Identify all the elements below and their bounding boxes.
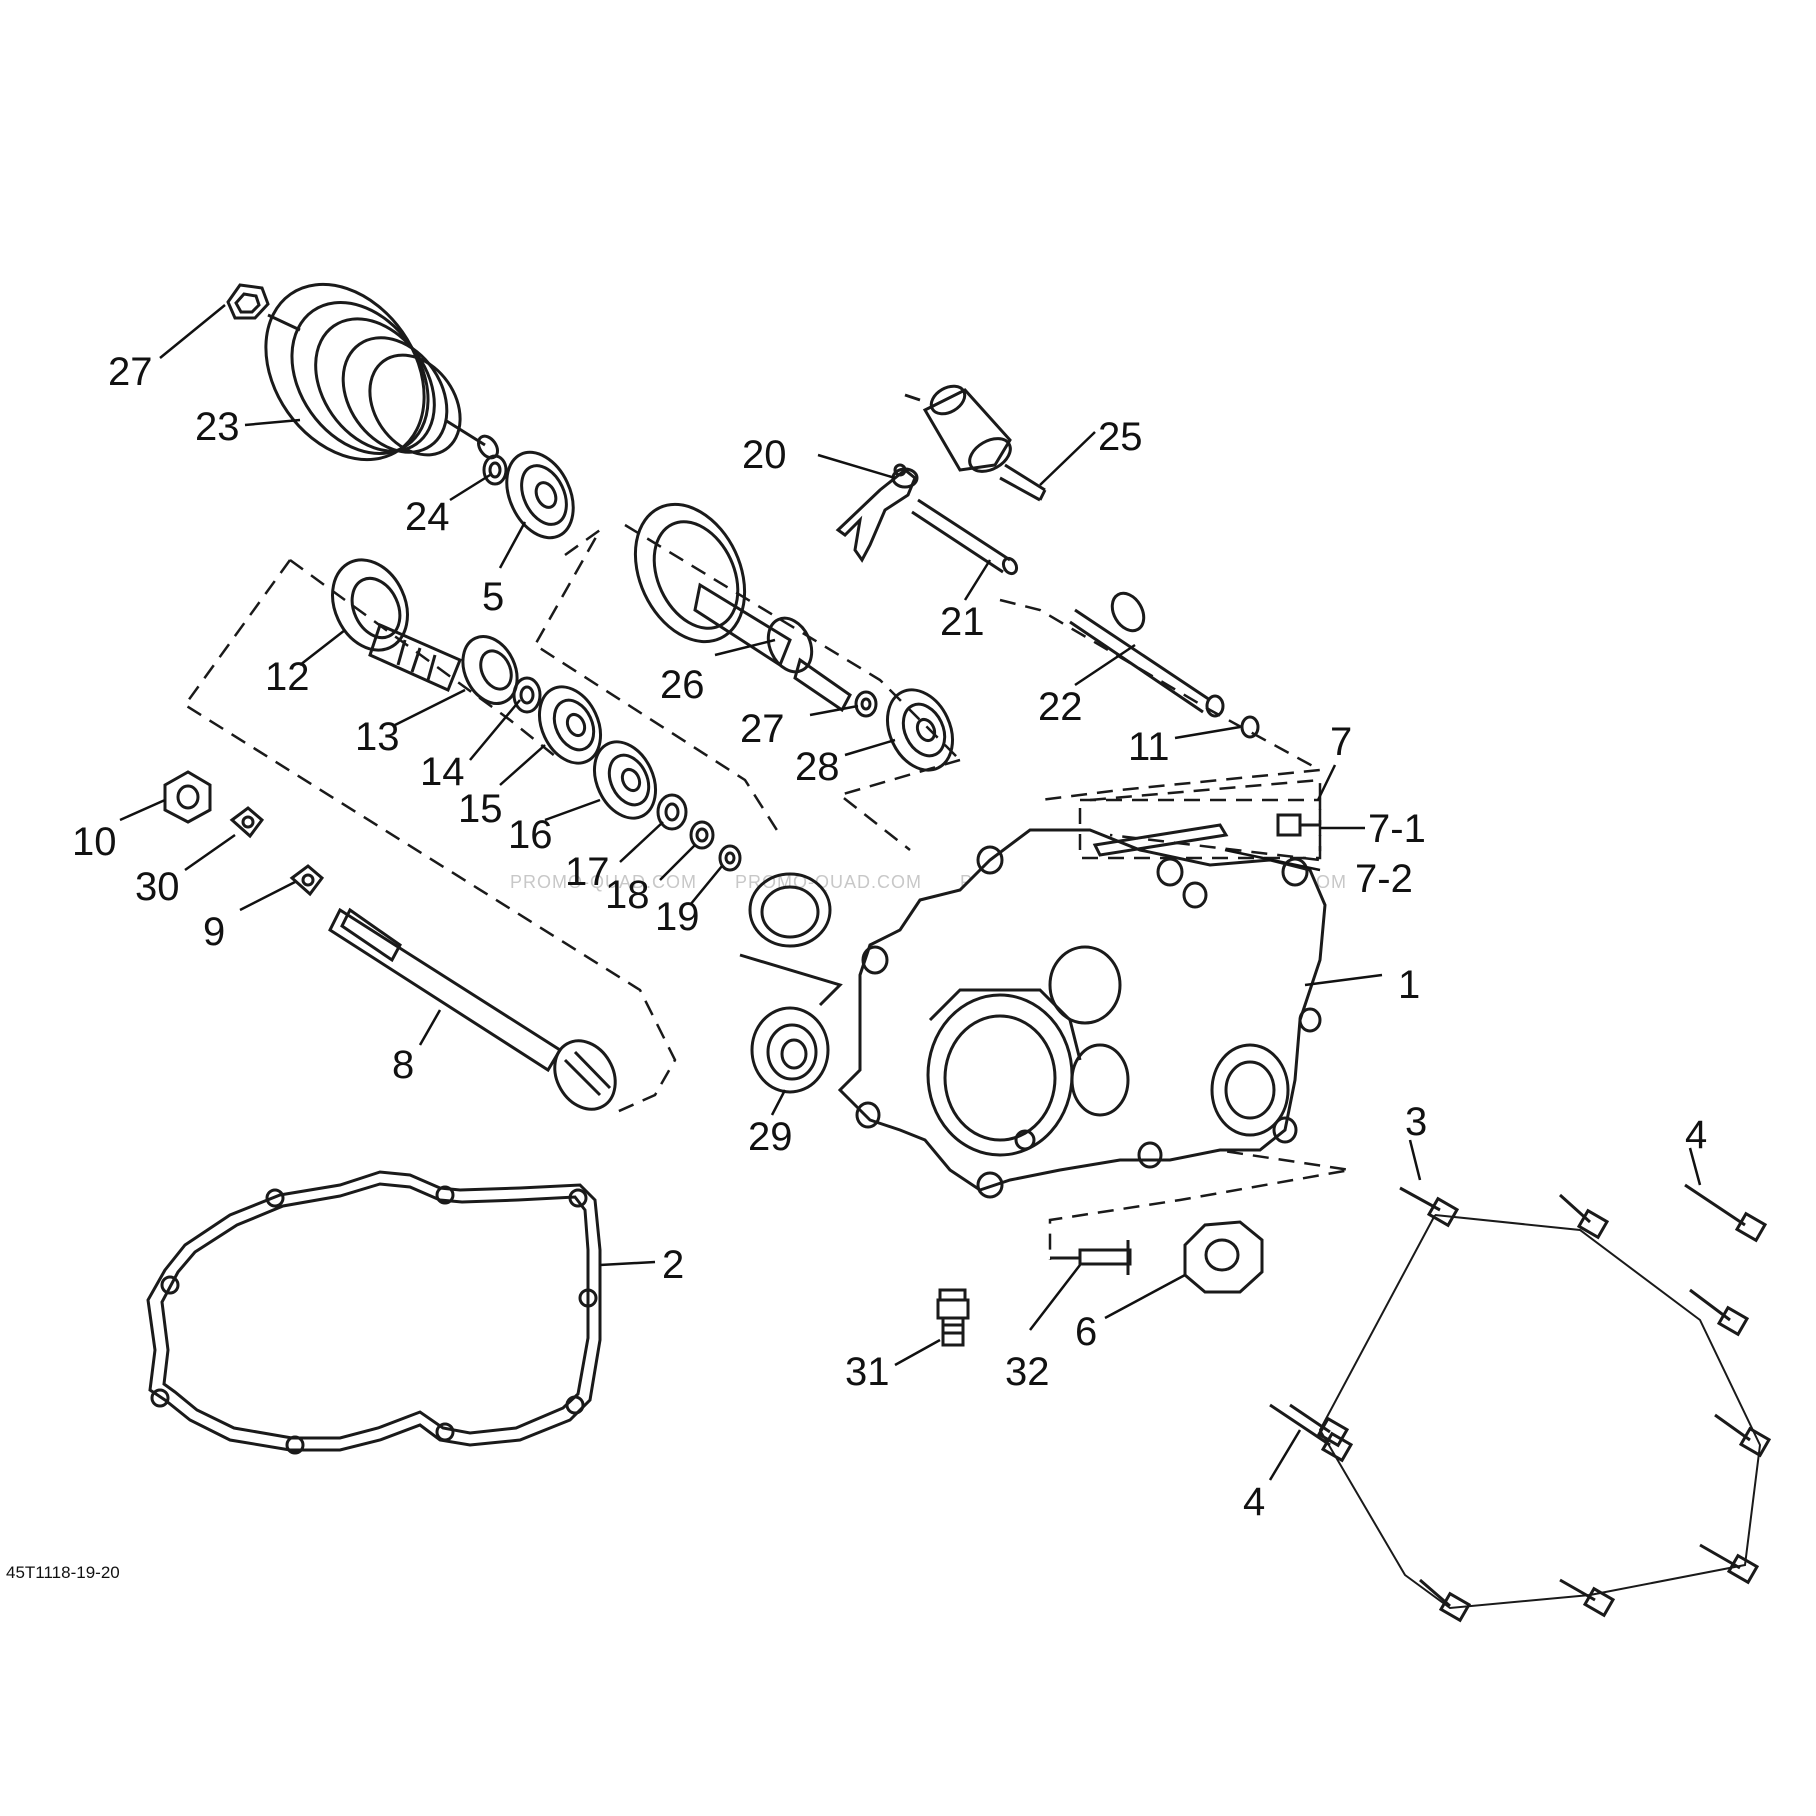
bolt: [1714, 1413, 1772, 1458]
callout-28: 28: [795, 745, 840, 789]
bolt: [1559, 1578, 1616, 1618]
part-13-bearing: [461, 635, 519, 705]
part-14-washer: [512, 676, 542, 714]
callout-27: 27: [108, 350, 153, 394]
part-11-clip: [1240, 715, 1260, 739]
part-29-seal: [750, 1006, 830, 1094]
callout-7-2: 7-2: [1355, 857, 1413, 901]
callout-21: 21: [940, 600, 985, 644]
callout-labels: 27 23 24 5 20 25 21 12 26 22 13 27 11 7 …: [72, 350, 1707, 1524]
callout-7-1: 7-1: [1368, 807, 1426, 851]
bolt: [1689, 1288, 1750, 1337]
part-28-bearing: [886, 688, 954, 772]
callout-3: 3: [1405, 1100, 1427, 1144]
callout-14: 14: [420, 750, 465, 794]
callout-6: 6: [1075, 1310, 1097, 1354]
part-16-bearing: [593, 740, 657, 820]
callout-5: 5: [482, 575, 504, 619]
part-18-ring: [689, 820, 715, 850]
diagram-reference-code: 45T1118-19-20: [6, 1563, 120, 1582]
callout-4: 4: [1243, 1480, 1265, 1524]
part-21-shift-rod: [911, 498, 1019, 576]
part-31-drain-bolt: [936, 1288, 970, 1347]
part-23-gear-assembly: [264, 282, 500, 462]
callout-18: 18: [605, 873, 650, 917]
callout-12: 12: [265, 655, 310, 699]
part-5-bearing: [505, 450, 575, 540]
part-17-ring: [656, 793, 688, 831]
part-32-dowel-pin: [1050, 1240, 1132, 1275]
callout-26: 26: [660, 663, 705, 707]
part-9-washer: [289, 864, 325, 897]
callout-23: 23: [195, 405, 240, 449]
part-25-shift-drum: [904, 384, 1047, 502]
part-30-washer: [229, 806, 265, 839]
callout-7: 7: [1330, 720, 1352, 764]
callout-2: 2: [662, 1243, 684, 1287]
part-2-gasket: [146, 1170, 602, 1455]
callout-16: 16: [508, 813, 553, 857]
callout-15: 15: [458, 787, 503, 831]
part-20-shift-fork: [835, 463, 919, 563]
callout-25: 25: [1098, 415, 1143, 459]
part-6-plug: [1183, 1220, 1264, 1294]
callout-32: 32: [1005, 1350, 1050, 1394]
watermark-text: PROMO-QUAD.COM: [510, 872, 697, 892]
callout-13: 13: [355, 715, 400, 759]
part-27-ring-lower: [854, 690, 878, 718]
bolt-4-upper: [1684, 1183, 1768, 1243]
bolt: [1419, 1578, 1472, 1623]
callout-24: 24: [405, 495, 450, 539]
callout-10: 10: [72, 820, 117, 864]
callout-30: 30: [135, 865, 180, 909]
bolt: [1699, 1543, 1760, 1585]
part-1-crankcase-cover: [739, 828, 1327, 1199]
callout-27: 27: [740, 707, 785, 751]
bolt-4-lower: [1269, 1403, 1354, 1463]
part-8-output-shaft: [328, 907, 617, 1111]
callout-4: 4: [1685, 1113, 1707, 1157]
bolt-3: [1399, 1186, 1460, 1228]
part-10-nut: [163, 770, 212, 824]
part-27-oring-top: [226, 283, 270, 320]
callout-9: 9: [203, 910, 225, 954]
part-15-bearing: [538, 685, 602, 765]
callout-20: 20: [742, 433, 787, 477]
callout-31: 31: [845, 1350, 890, 1394]
callout-1: 1: [1398, 963, 1420, 1007]
callout-22: 22: [1038, 685, 1083, 729]
callout-8: 8: [392, 1043, 414, 1087]
part-22-shift-shaft: [1069, 591, 1225, 718]
part-24-ring: [482, 454, 508, 486]
callout-29: 29: [748, 1115, 793, 1159]
part-12-gear-shaft: [331, 558, 462, 693]
callout-19: 19: [655, 895, 700, 939]
bolt: [1558, 1193, 1610, 1240]
part-26-gear-shaft: [633, 502, 852, 713]
callout-11: 11: [1128, 725, 1170, 769]
bolt-set: [1269, 1183, 1772, 1623]
leader-lines: [119, 304, 1702, 1481]
part-19-ring: [718, 844, 742, 872]
callout-17: 17: [565, 850, 610, 894]
